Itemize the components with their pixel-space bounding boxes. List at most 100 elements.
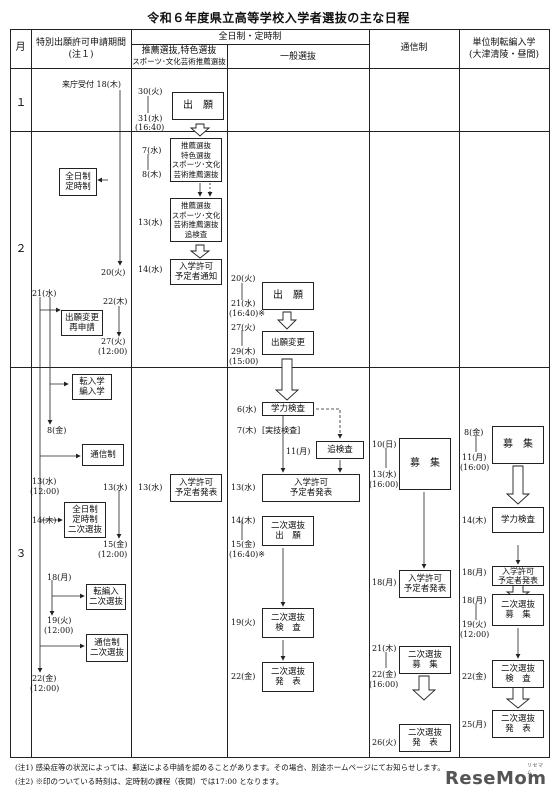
ippan-mar13: 13(水) bbox=[231, 483, 256, 492]
suisen-box-tsuchi-text: 入学許可 予定者通知 bbox=[174, 262, 218, 282]
tani-box-boshu: 募 集 bbox=[492, 426, 544, 464]
tani-box-niji-boshu: 二次選抜 募 集 bbox=[492, 594, 544, 626]
tani-mar11: 11(月) bbox=[462, 453, 487, 462]
resemom-logo: ReseMom リセマム bbox=[445, 763, 547, 789]
col-special-line bbox=[131, 29, 132, 758]
special-feb21: 21(水) bbox=[32, 289, 57, 298]
ippan-box-gakuryoku-text: 学力検査 bbox=[270, 404, 305, 414]
table-border-bottom bbox=[10, 757, 550, 758]
suisen-box-happyo: 入学許可 予定者発表 bbox=[170, 474, 222, 502]
table-border-left bbox=[10, 29, 11, 758]
suisen-box-shutsugan: 出 願 bbox=[172, 92, 224, 120]
tani-mar11-time: (16:00) bbox=[460, 463, 490, 472]
ippan-mar19: 19(火) bbox=[231, 618, 256, 627]
ippan-mar11: 11(月) bbox=[286, 447, 311, 456]
ippan-box-niji-kensa: 二次選抜 検 査 bbox=[262, 608, 314, 638]
ippan-box-niji-happyo-text: 二次選抜 発 表 bbox=[270, 667, 305, 687]
ippan-box-happyo: 入学許可 予定者発表 bbox=[262, 474, 360, 502]
special-mar14: 14(木) bbox=[32, 516, 57, 525]
suisen-box-exam: 推薦選抜 特色選抜 スポーツ･文化 芸術推薦選抜 bbox=[170, 138, 222, 182]
tsushin-mar22-time: (16:00) bbox=[369, 680, 399, 689]
ippan-feb21: 21(水) bbox=[231, 299, 256, 308]
tsushin-box-happyo-text: 入学許可 予定者発表 bbox=[403, 574, 447, 594]
special-box-tenhen: 転編入 二次選抜 bbox=[86, 584, 126, 610]
header-bottom-line bbox=[10, 68, 550, 69]
special-box-tennyu-text: 転入学 編入学 bbox=[79, 377, 105, 397]
fullday-sub-line bbox=[131, 44, 369, 45]
tsushin-block-arrow bbox=[411, 675, 437, 701]
tani-block-arrow-3 bbox=[505, 686, 531, 709]
note-1: (注1) 感染症等の状況によっては、郵送による申請を認めることがあります。その場… bbox=[15, 763, 445, 772]
month1-bottom-line bbox=[10, 131, 550, 132]
suisen-jan31-time: (16:40) bbox=[135, 123, 165, 132]
tani-mar18a: 18(月) bbox=[462, 568, 487, 577]
ippan-feb27: 27(火) bbox=[231, 323, 256, 332]
special-feb27: 27(火) bbox=[101, 337, 126, 346]
tani-box-happyo: 入学許可 予定者発表 bbox=[492, 566, 544, 586]
ippan-box-shutsugan-text: 出 願 bbox=[273, 290, 303, 301]
suisen-feb14: 14(水) bbox=[138, 265, 163, 274]
tani-box-niji-boshu-text: 二次選抜 募 集 bbox=[500, 600, 535, 620]
ippan-box-niji-happyo: 二次選抜 発 表 bbox=[262, 662, 314, 692]
special-box-zt2-text: 全日制 定時制 二次選抜 bbox=[67, 505, 102, 535]
tsushin-mar18: 18(月) bbox=[372, 578, 397, 587]
header-month: 月 bbox=[15, 42, 26, 53]
suisen-block-arrow-2 bbox=[189, 244, 211, 259]
tsushin-box-boshu-text: 募 集 bbox=[410, 458, 440, 469]
tani-box-gakuryoku-text: 学力検査 bbox=[500, 515, 535, 525]
header-tsushin: 通信制 bbox=[400, 43, 428, 53]
col-ippan-line bbox=[369, 29, 370, 758]
tsushin-box-happyo: 入学許可 予定者発表 bbox=[399, 570, 451, 598]
special-box-tennyu: 転入学 編入学 bbox=[72, 374, 112, 400]
tsushin-box-niji-boshu: 二次選抜 募 集 bbox=[399, 646, 451, 674]
special-mar22: 22(金) bbox=[32, 674, 57, 683]
special-feb22: 22(木) bbox=[103, 297, 128, 306]
ippan-feb20: 20(火) bbox=[231, 274, 256, 283]
header-ippan: 一般選抜 bbox=[279, 52, 316, 62]
ippan-box-henko-text: 出願変更 bbox=[270, 338, 305, 348]
tsushin-box-boshu: 募 集 bbox=[399, 438, 451, 490]
page-title: 令和６年度県立高等学校入学者選抜の主な日程 bbox=[147, 11, 410, 25]
tani-box-gakuryoku: 学力検査 bbox=[492, 507, 544, 533]
special-feb27-time: (12:00) bbox=[98, 347, 128, 356]
ippan-mar15-time: (16:40)※ bbox=[229, 550, 265, 559]
tsushin-mar22: 22(金) bbox=[372, 670, 397, 679]
ippan-mar22: 22(金) bbox=[231, 672, 256, 681]
suisen-feb13: 13(水) bbox=[138, 218, 163, 227]
special-box-tsu2-text: 通信制 二次選抜 bbox=[89, 638, 124, 658]
col-tsushin-line bbox=[459, 29, 460, 758]
tani-block-arrow-1 bbox=[505, 465, 531, 505]
ippan-box-tsui: 追検査 bbox=[316, 441, 364, 459]
special-mar15: 15(金) bbox=[103, 540, 128, 549]
col-suisen-line bbox=[227, 44, 228, 758]
ippan-feb29-time: (15:00) bbox=[229, 357, 259, 366]
tani-mar25: 25(月) bbox=[462, 720, 487, 729]
suisen-box-exam-text: 推薦選抜 特色選抜 スポーツ･文化 芸術推薦選抜 bbox=[171, 141, 221, 179]
tani-mar22: 22(金) bbox=[462, 672, 487, 681]
special-box-henko-text: 出願変更 再申請 bbox=[64, 313, 99, 333]
col-month-line bbox=[31, 29, 32, 758]
month-label-2: ２ bbox=[15, 242, 27, 255]
table-border-right bbox=[549, 29, 550, 758]
suisen-feb8: 8(木) bbox=[142, 170, 162, 179]
special-box-zt2: 全日制 定時制 二次選抜 bbox=[64, 502, 106, 538]
special-raicho: 来庁受付 18(木) bbox=[62, 80, 121, 89]
month-label-1: １ bbox=[15, 96, 27, 109]
ippan-mar15: 15(金) bbox=[231, 540, 256, 549]
tsushin-box-niji-happyo-text: 二次選抜 発 表 bbox=[407, 728, 442, 748]
special-mar19-time: (12:00) bbox=[44, 626, 74, 635]
special-mar18: 18(月) bbox=[47, 573, 72, 582]
tsushin-mar13: 13(水) bbox=[372, 470, 397, 479]
tsushin-mar13-time: (16:00) bbox=[369, 480, 399, 489]
ippan-block-arrow-1 bbox=[276, 311, 298, 330]
note-2: (注2) ※印のついている時刻は、定時制の課程（夜間）では17:00 となります… bbox=[15, 777, 284, 786]
special-box-tsushin-text: 通信制 bbox=[90, 450, 116, 460]
tani-box-niji-happyo-text: 二次選抜 発 表 bbox=[500, 714, 535, 734]
ippan-mar6: 6(水) bbox=[237, 405, 257, 414]
tani-box-niji-kensa: 二次選抜 検 査 bbox=[492, 660, 544, 688]
month-label-3: ３ bbox=[15, 547, 27, 560]
tani-box-niji-kensa-text: 二次選抜 検 査 bbox=[500, 664, 535, 684]
suisen-feb7: 7(水) bbox=[142, 146, 162, 155]
special-box-henko: 出願変更 再申請 bbox=[61, 310, 103, 336]
